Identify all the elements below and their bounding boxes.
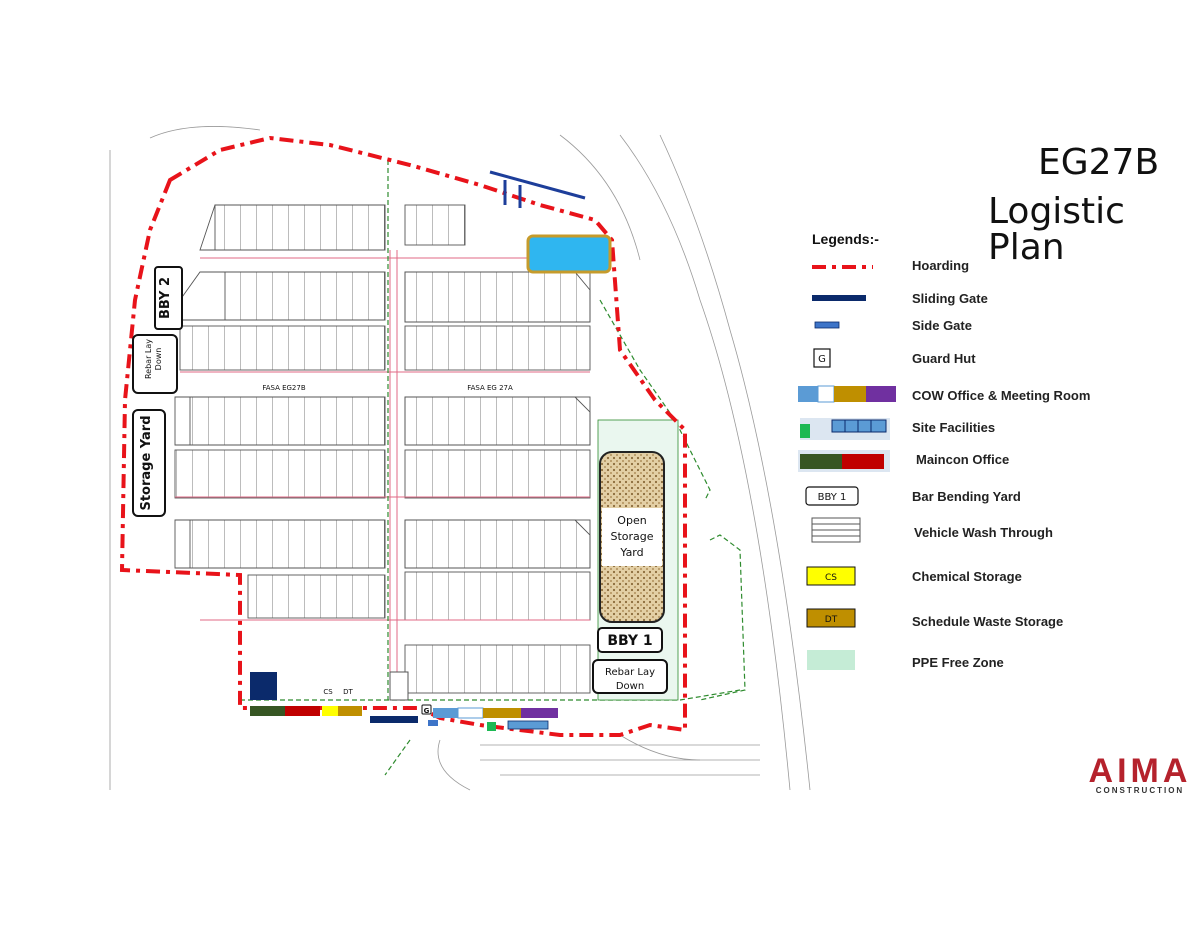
side-gate-bottom: [428, 720, 438, 726]
fasa-eg27a-label: FASA EG 27A: [467, 384, 513, 392]
aima-logo: AIMA CONSTRUCTION: [1089, 752, 1192, 795]
plan-title-line1: EG27B: [1038, 142, 1160, 183]
cs-tag: CS: [323, 688, 333, 696]
guard-tag: G: [424, 707, 430, 715]
open-storage-yard: [599, 451, 665, 623]
aima-logo-name: AIMA: [1089, 752, 1192, 790]
legend-label-sliding-gate: Sliding Gate: [912, 291, 988, 306]
legend-label-side-gate: Side Gate: [912, 318, 972, 333]
vehicle-wash-bottom: [389, 671, 409, 701]
map-text: BBY 2 Rebar Lay Down Storage Yard Open S…: [139, 277, 846, 715]
legend-heading: Legends:-: [812, 231, 879, 247]
guard-building-bottom: [250, 672, 277, 700]
legend-label-guard-hut: Guard Hut: [912, 351, 976, 366]
legend-label-site-facilities: Site Facilities: [912, 420, 996, 435]
legend-cs-symbol: CS: [825, 573, 837, 583]
green-walkway: [240, 160, 746, 776]
rebar-right-label-2: Down: [616, 681, 644, 692]
rebar-left-label-1: Rebar Lay: [144, 339, 153, 379]
legend-label-cow-office: COW Office & Meeting Room: [912, 388, 1091, 403]
cow-office-bar: [433, 707, 558, 719]
legend-label-schedule-waste: Schedule Waste Storage: [912, 614, 1064, 629]
legend-label-ppe-free-zone: PPE Free Zone: [912, 655, 1004, 670]
legend-label-chemical-storage: Chemical Storage: [912, 569, 1022, 584]
rebar-right-label-1: Rebar Lay: [605, 667, 655, 678]
internal-roads: [175, 250, 590, 700]
legend-label-vehicle-wash: Vehicle Wash Through: [914, 525, 1053, 540]
maincon-office-bar: [250, 706, 362, 716]
bby1-label: BBY 1: [607, 633, 652, 649]
rebar-left-label-2: Down: [154, 348, 163, 371]
vehicle-wash-top: [526, 234, 612, 274]
legend-label-maincon-office: Maincon Office: [916, 452, 1010, 467]
dt-tag: DT: [343, 688, 353, 696]
legend-dt-symbol: DT: [825, 615, 838, 625]
storage-yard-label: Storage Yard: [139, 415, 154, 510]
surrounding-roads: [109, 126, 811, 791]
building-eg27b: [174, 204, 386, 619]
legend-label-hoarding: Hoarding: [912, 258, 970, 273]
aima-logo-sub: CONSTRUCTION: [1096, 786, 1184, 795]
sliding-gate-bottom: [370, 716, 418, 723]
legend-symbols: [798, 265, 896, 670]
plan-title-line2: Logistic Plan: [988, 191, 1125, 268]
site-facilities-bar: [487, 720, 549, 731]
fasa-eg27b-label: FASA EG27B: [262, 384, 306, 392]
open-storage-label-1: Open: [617, 514, 646, 527]
building-eg27a: [404, 204, 591, 694]
legend-guard-symbol: G: [818, 354, 826, 365]
sliding-gate-top: [489, 170, 586, 208]
legend-label-bar-bending-yard: Bar Bending Yard: [912, 489, 1021, 504]
map-label-boxes: [132, 266, 668, 715]
bby2-label: BBY 2: [158, 277, 173, 319]
legend-bby-symbol: BBY 1: [818, 492, 847, 503]
open-storage-label-3: Yard: [619, 546, 643, 559]
open-storage-label-2: Storage: [610, 530, 653, 543]
